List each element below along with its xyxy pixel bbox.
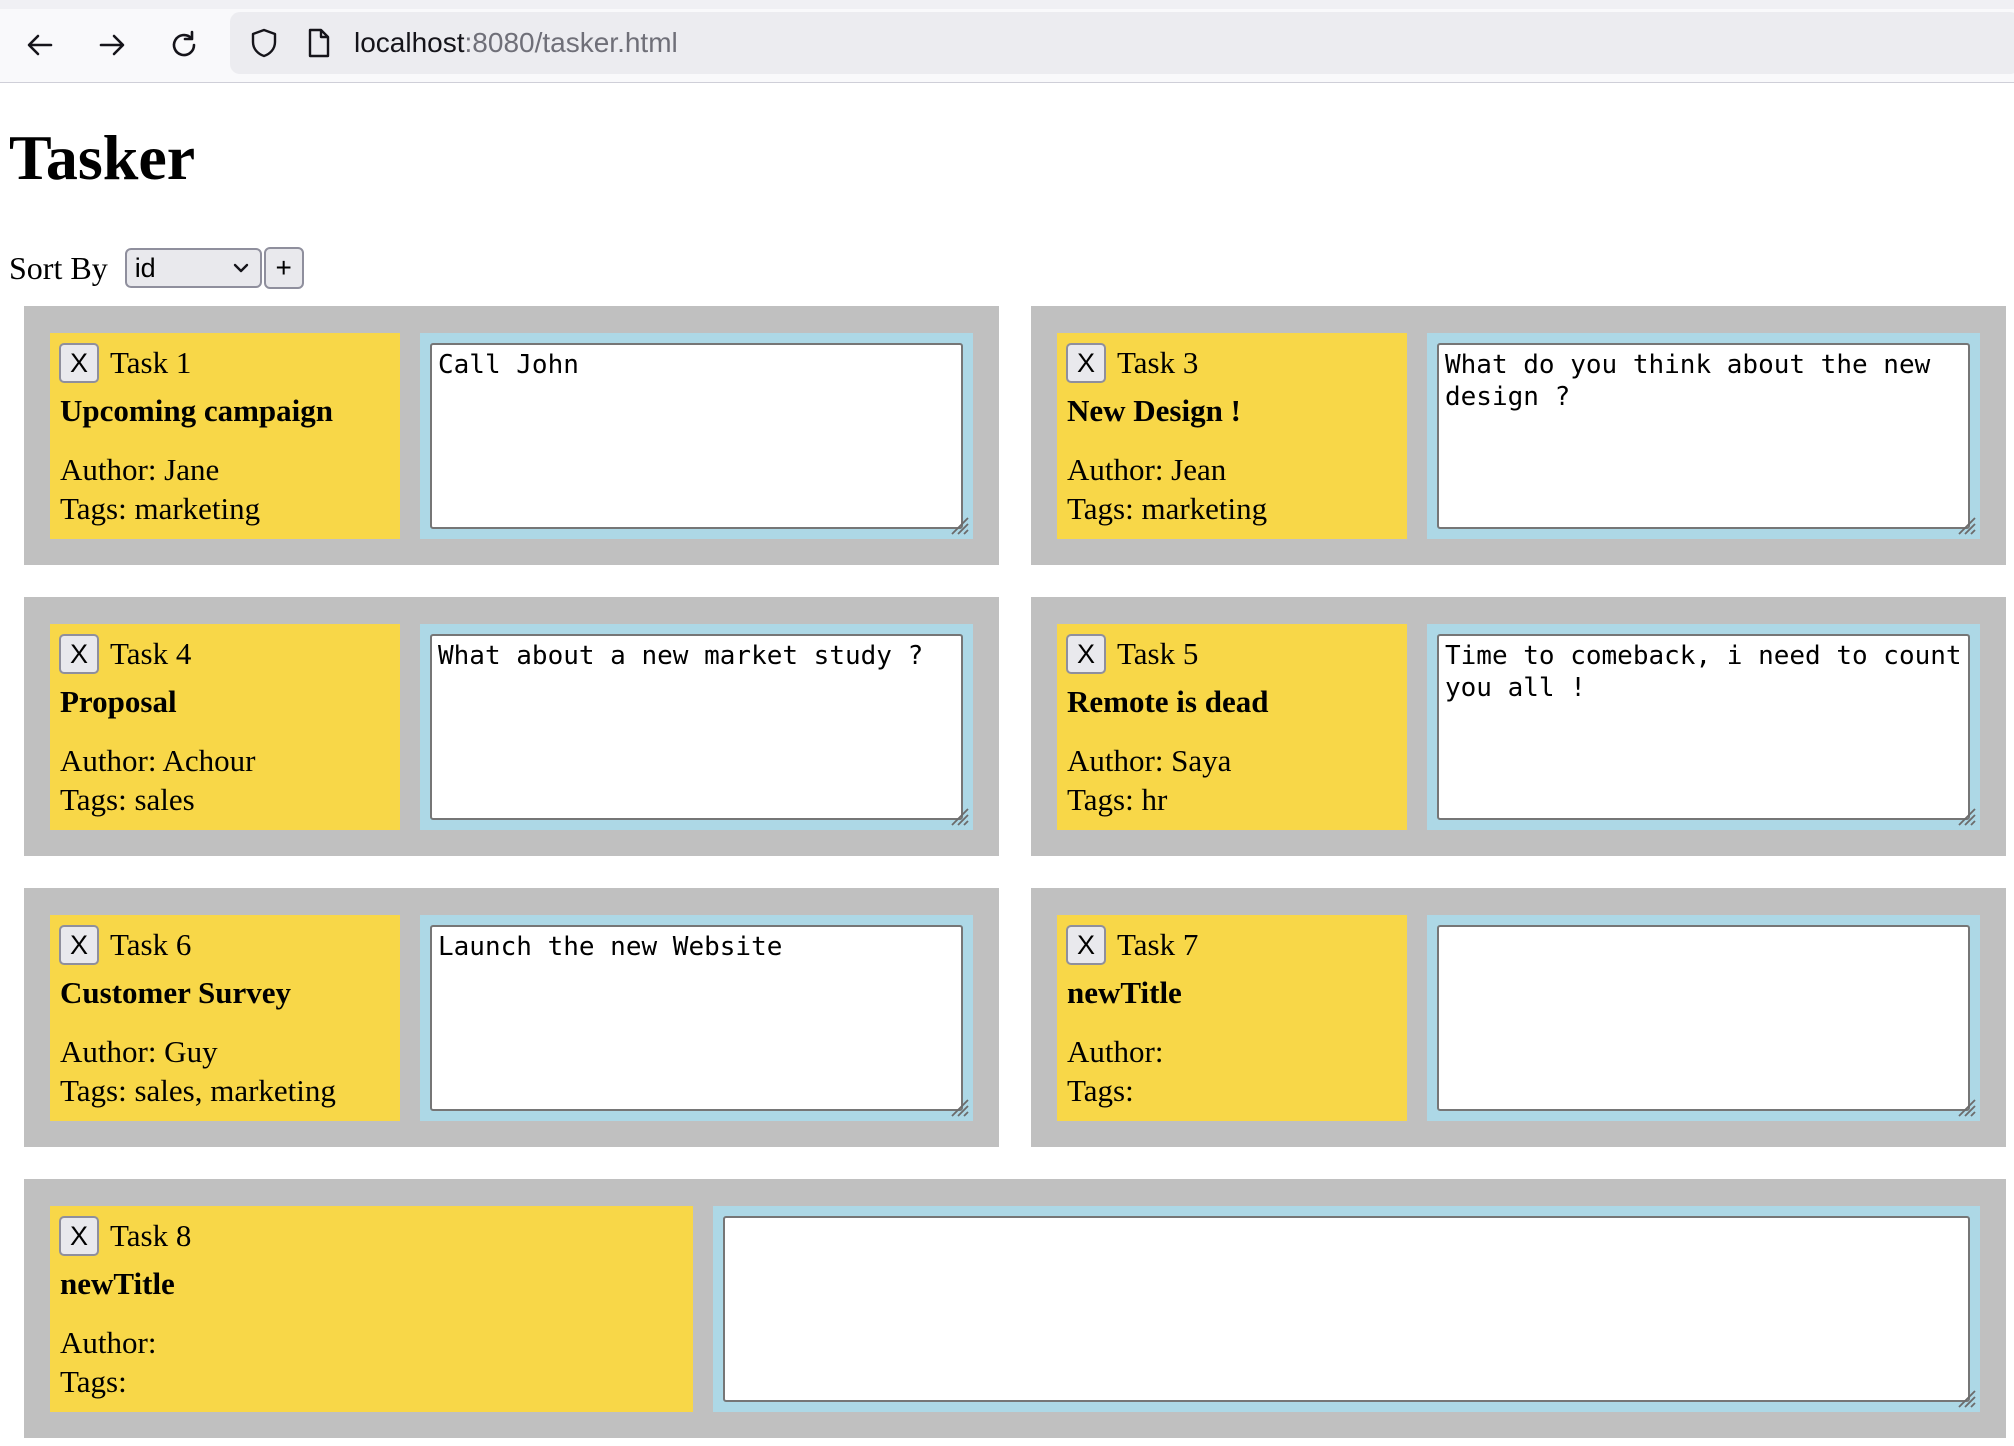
task-note-textarea[interactable]: Call John <box>430 343 963 529</box>
page-icon[interactable] <box>302 27 334 59</box>
task-author: Author: <box>1067 1034 1164 1069</box>
sort-label: Sort By <box>9 249 108 286</box>
resize-grip-icon[interactable] <box>1953 1385 1977 1409</box>
add-task-button[interactable]: + <box>263 247 304 289</box>
task-note-textarea[interactable]: What do you think about the new design ? <box>1437 343 1970 529</box>
address-bar[interactable]: localhost:8080/tasker.html <box>230 12 2014 74</box>
task-note-frame: Call John <box>420 333 973 539</box>
sort-select[interactable]: id <box>124 248 262 288</box>
task-title[interactable]: newTitle <box>60 1266 175 1301</box>
sort-controls: Sort By id + <box>9 246 304 290</box>
task-note-frame: Launch the new Website <box>420 915 973 1121</box>
task-info: X Task 6 Customer Survey Author: Guy Tag… <box>50 915 400 1121</box>
task-title[interactable]: newTitle <box>1067 975 1182 1010</box>
task-card: X Task 1 Upcoming campaign Author: Jane … <box>24 306 999 565</box>
forward-arrow-icon[interactable] <box>89 22 135 68</box>
task-title[interactable]: Remote is dead <box>1067 684 1269 719</box>
task-tags: Tags: hr <box>1067 782 1168 817</box>
task-number: Task 5 <box>1117 636 1199 671</box>
resize-grip-icon[interactable] <box>1953 1094 1977 1118</box>
task-number: Task 1 <box>110 345 192 380</box>
task-note-frame <box>713 1206 1980 1412</box>
task-note-frame <box>1427 915 1980 1121</box>
task-info: X Task 8 newTitle Author: Tags: <box>50 1206 693 1412</box>
task-title[interactable]: Customer Survey <box>60 975 292 1010</box>
task-tags: Tags: marketing <box>60 491 261 526</box>
reload-icon[interactable] <box>161 22 207 68</box>
task-tags: Tags: marketing <box>1067 491 1268 526</box>
task-title[interactable]: Proposal <box>60 684 177 719</box>
task-note-textarea[interactable]: Time to comeback, i need to count you al… <box>1437 634 1970 820</box>
chevron-down-icon <box>233 263 248 273</box>
shield-icon[interactable] <box>248 27 280 59</box>
resize-grip-icon[interactable] <box>946 803 970 827</box>
task-note-frame: Time to comeback, i need to count you al… <box>1427 624 1980 830</box>
task-card: X Task 3 New Design ! Author: Jean Tags:… <box>1031 306 2006 565</box>
url-text[interactable]: localhost:8080/tasker.html <box>354 27 678 58</box>
task-card: X Task 5 Remote is dead Author: Saya Tag… <box>1031 597 2006 856</box>
delete-task-button[interactable]: X <box>1066 925 1106 965</box>
task-note-frame: What do you think about the new design ? <box>1427 333 1980 539</box>
task-author: Author: <box>60 1325 157 1360</box>
task-info: X Task 1 Upcoming campaign Author: Jane … <box>50 333 400 539</box>
task-author: Author: Jean <box>1067 452 1227 487</box>
task-author: Author: Guy <box>60 1034 218 1069</box>
task-number: Task 7 <box>1117 927 1199 962</box>
task-tags: Tags: sales, marketing <box>60 1073 336 1108</box>
task-tags: Tags: sales <box>60 782 195 817</box>
task-card: X Task 6 Customer Survey Author: Guy Tag… <box>24 888 999 1147</box>
task-note-textarea[interactable]: What about a new market study ? <box>430 634 963 820</box>
task-author: Author: Saya <box>1067 743 1232 778</box>
task-title[interactable]: New Design ! <box>1067 393 1241 428</box>
delete-task-button[interactable]: X <box>1066 634 1106 674</box>
delete-task-button[interactable]: X <box>59 343 99 383</box>
task-number: Task 3 <box>1117 345 1199 380</box>
task-author: Author: Achour <box>60 743 256 778</box>
task-note-textarea[interactable] <box>1437 925 1970 1111</box>
resize-grip-icon[interactable] <box>946 1094 970 1118</box>
resize-grip-icon[interactable] <box>1953 803 1977 827</box>
task-number: Task 4 <box>110 636 192 671</box>
task-card: X Task 7 newTitle Author: Tags: <box>1031 888 2006 1147</box>
task-info: X Task 7 newTitle Author: Tags: <box>1057 915 1407 1121</box>
task-card: X Task 8 newTitle Author: Tags: <box>24 1179 2006 1438</box>
delete-task-button[interactable]: X <box>1066 343 1106 383</box>
page-title: Tasker <box>9 122 196 193</box>
task-author: Author: Jane <box>60 452 220 487</box>
task-title[interactable]: Upcoming campaign <box>60 393 333 428</box>
task-card: X Task 4 Proposal Author: Achour Tags: s… <box>24 597 999 856</box>
resize-grip-icon[interactable] <box>1953 512 1977 536</box>
task-tags: Tags: <box>1067 1073 1134 1108</box>
task-info: X Task 4 Proposal Author: Achour Tags: s… <box>50 624 400 830</box>
delete-task-button[interactable]: X <box>59 1216 99 1256</box>
browser-toolbar: localhost:8080/tasker.html <box>0 0 2014 83</box>
resize-grip-icon[interactable] <box>946 512 970 536</box>
task-info: X Task 5 Remote is dead Author: Saya Tag… <box>1057 624 1407 830</box>
delete-task-button[interactable]: X <box>59 634 99 674</box>
task-number: Task 8 <box>110 1218 192 1253</box>
task-tags: Tags: <box>60 1364 127 1399</box>
task-number: Task 6 <box>110 927 192 962</box>
task-note-textarea[interactable]: Launch the new Website <box>430 925 963 1111</box>
back-arrow-icon[interactable] <box>17 22 63 68</box>
delete-task-button[interactable]: X <box>59 925 99 965</box>
task-info: X Task 3 New Design ! Author: Jean Tags:… <box>1057 333 1407 539</box>
task-note-frame: What about a new market study ? <box>420 624 973 830</box>
task-note-textarea[interactable] <box>723 1216 1970 1402</box>
sort-select-value: id <box>134 252 156 283</box>
